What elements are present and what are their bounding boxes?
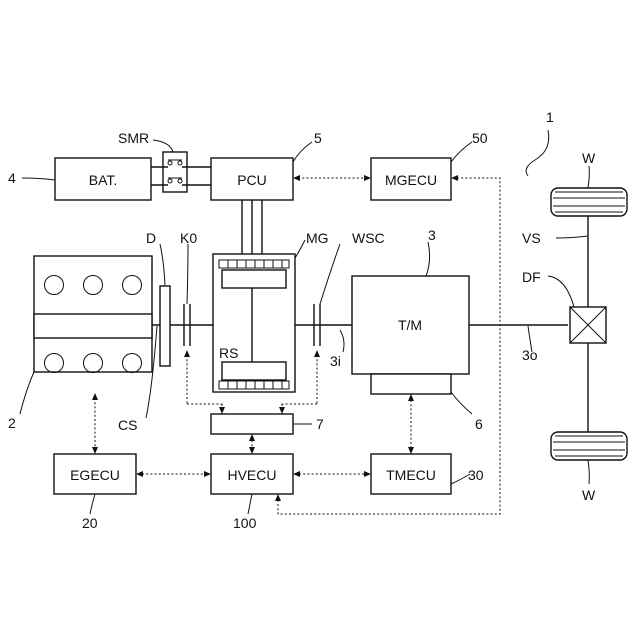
label-egecu-ref: 20: [82, 515, 98, 531]
hvecu-label: HVECU: [227, 467, 276, 483]
egecu-label: EGECU: [70, 467, 120, 483]
label-oil-pump-ref: 6: [475, 416, 483, 432]
motor-generator: [213, 254, 295, 392]
label-damper: D: [146, 230, 156, 246]
transmission-block: T/M: [352, 276, 469, 374]
battery-block: BAT.: [55, 158, 151, 200]
tm-label: T/M: [398, 317, 422, 333]
smr-relay: [151, 152, 211, 192]
label-engine-ref: 2: [8, 415, 16, 431]
pcu-block: PCU: [211, 158, 293, 200]
damper: [160, 286, 170, 366]
label-differential: DF: [522, 269, 541, 285]
label-smr: SMR: [118, 130, 149, 146]
wheel-bottom: [551, 432, 627, 460]
label-mg: MG: [306, 230, 329, 246]
tmecu-block: TMECU: [371, 454, 451, 494]
pcu-label: PCU: [237, 172, 267, 188]
egecu-block: EGECU: [54, 454, 136, 494]
oil-pump-block: [371, 374, 451, 394]
label-mgecu-ref: 50: [472, 130, 488, 146]
label-crankshaft: CS: [118, 417, 137, 433]
differential: [570, 307, 606, 343]
label-battery-ref: 4: [8, 170, 16, 186]
label-input-shaft: 3i: [330, 353, 341, 369]
label-pcu-ref: 5: [314, 130, 322, 146]
wheel-top: [551, 188, 627, 216]
label-wheel-bottom: W: [582, 487, 596, 503]
label-wsc: WSC: [352, 230, 385, 246]
battery-label: BAT.: [89, 172, 118, 188]
label-wheel-top: W: [582, 150, 596, 166]
label-tmecu-ref: 30: [468, 467, 484, 483]
label-transmission-ref: 3: [428, 227, 436, 243]
engine-block: [34, 256, 152, 373]
tmecu-label: TMECU: [386, 467, 436, 483]
label-output-shaft: 3o: [522, 347, 538, 363]
label-drive-shaft: VS: [522, 230, 541, 246]
label-system: 1: [546, 109, 554, 125]
mgecu-label: MGECU: [385, 172, 437, 188]
mgecu-block: MGECU: [371, 158, 451, 200]
label-hvecu-ref: 100: [233, 515, 257, 531]
label-clutch-k0: K0: [180, 230, 197, 246]
hydraulic-unit-block: [211, 414, 293, 434]
label-rotor-shaft: RS: [219, 345, 238, 361]
label-hydraulic-ref: 7: [316, 416, 324, 432]
pcu-mg-cables: [242, 200, 262, 254]
hvecu-block: HVECU: [211, 454, 293, 494]
